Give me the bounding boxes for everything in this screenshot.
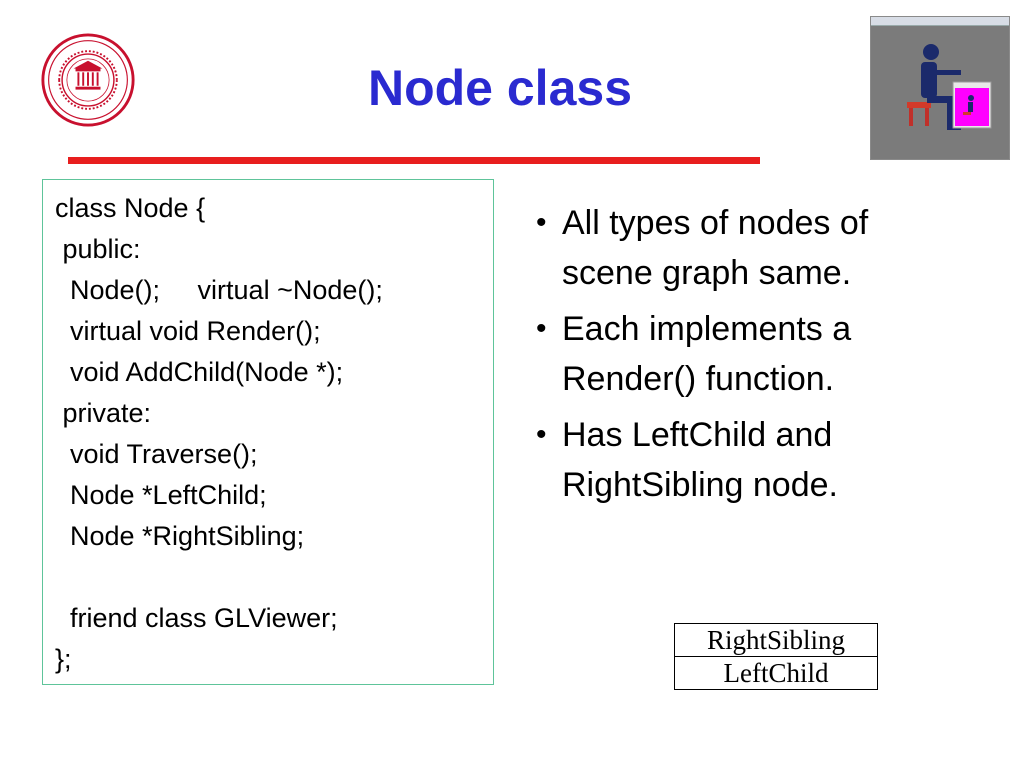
bullet-item: • Has LeftChild and RightSibling node. [536,410,966,510]
node-cell-left-child: LeftChild [723,658,829,688]
code-line: private: [55,398,152,428]
code-line: }; [55,644,72,674]
bullet-list: • All types of nodes of scene graph same… [536,198,966,516]
code-line: void AddChild(Node *); [55,357,344,387]
code-line: virtual void Render(); [55,316,321,346]
code-line: class Node { [55,193,206,223]
bullet-marker: • [536,418,547,451]
bullet-marker: • [536,312,547,345]
code-listing: class Node { public: Node(); virtual ~No… [42,179,494,685]
title-underline [68,157,760,164]
university-seal-icon [41,33,135,127]
rendered-scene-thumbnail [870,16,1010,160]
bullet-text: Each implements a Render() function. [562,310,852,398]
code-line: Node(); virtual ~Node(); [55,275,383,305]
code-line: public: [55,234,141,264]
code-line: Node *LeftChild; [55,480,267,510]
code-line: friend class GLViewer; [55,603,338,633]
bullet-item: • Each implements a Render() function. [536,304,966,404]
slide-title: Node class [367,60,632,116]
bullet-text: All types of nodes of scene graph same. [562,204,869,292]
bullet-item: • All types of nodes of scene graph same… [536,198,966,298]
node-diagram: RightSibling LeftChild [674,623,878,690]
thumbnail-titlebar [871,17,1009,26]
bullet-marker: • [536,206,547,239]
scene-figure-icon [907,44,992,130]
node-cell-right-sibling: RightSibling [675,624,877,657]
code-line: void Traverse(); [55,439,258,469]
bullet-text: Has LeftChild and RightSibling node. [562,416,838,504]
code-line: Node *RightSibling; [55,521,305,551]
